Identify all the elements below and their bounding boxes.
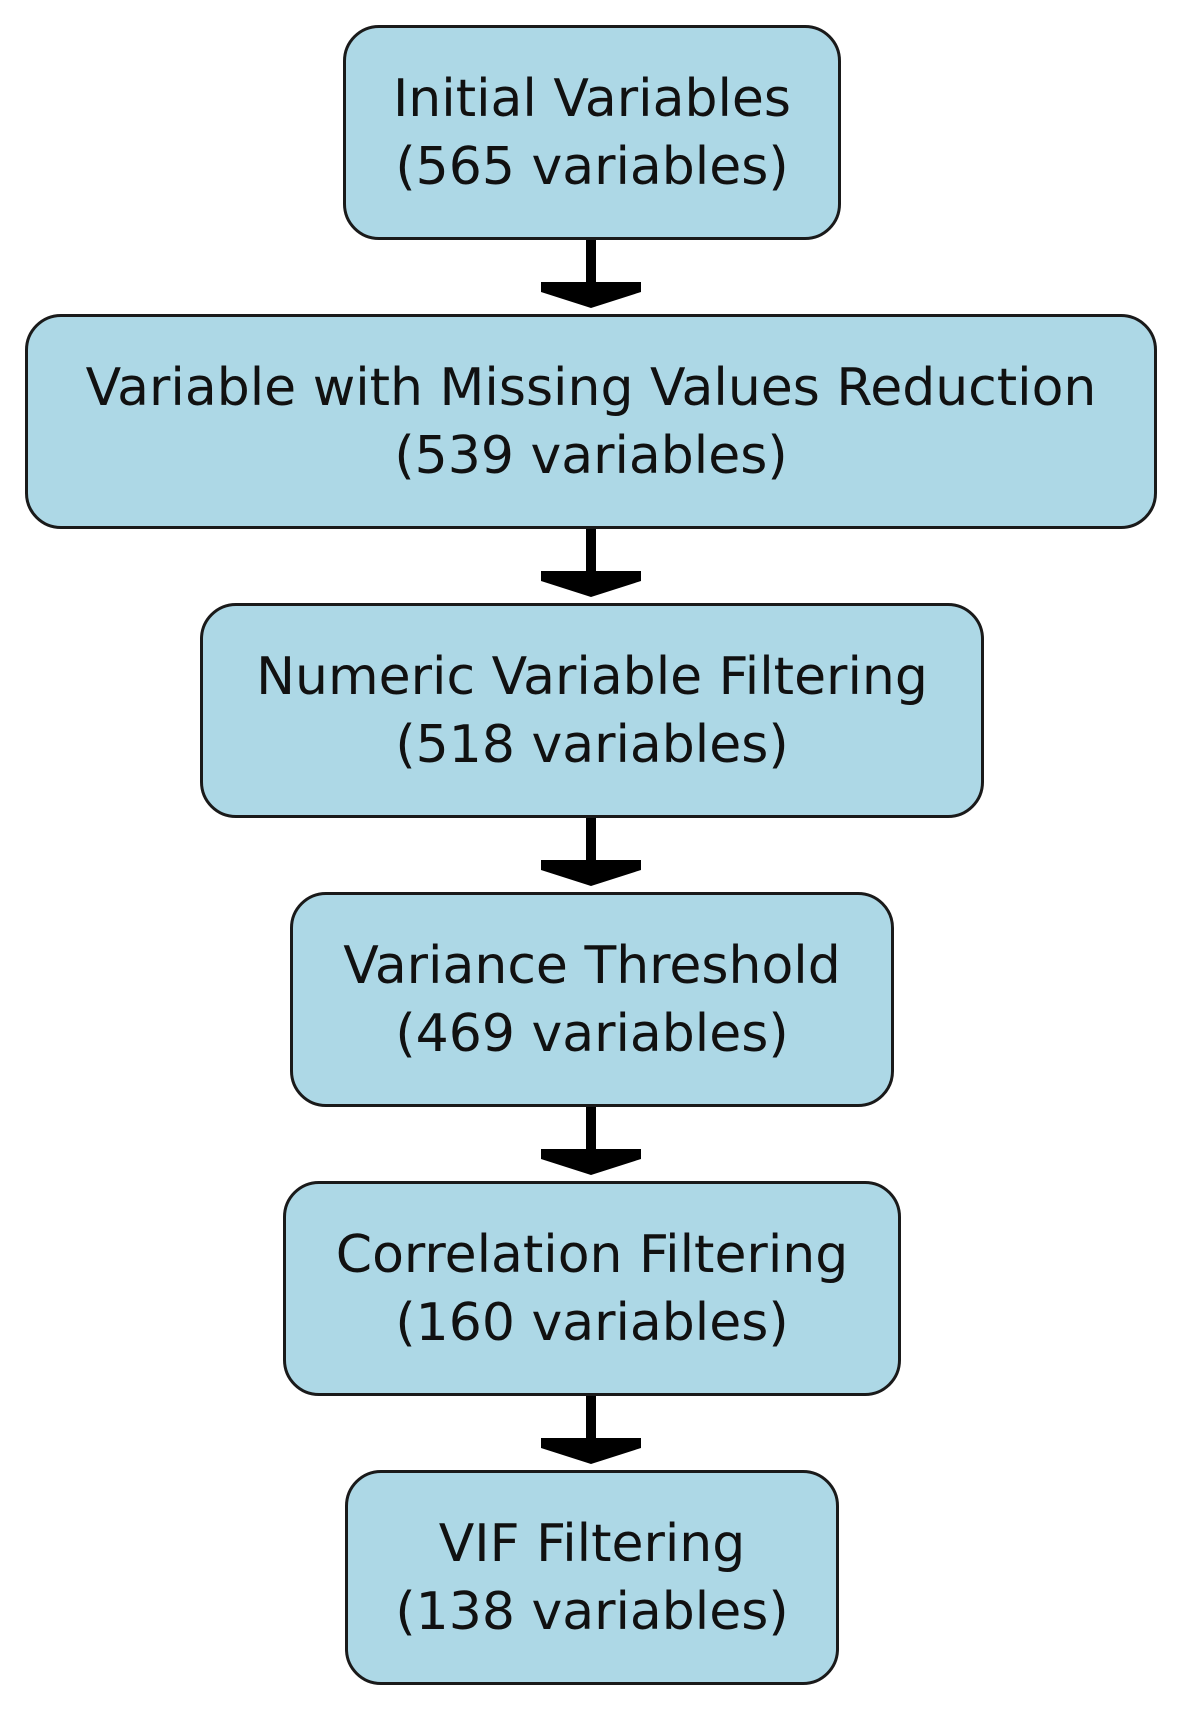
step-numeric-variable-filtering: Numeric Variable Filtering (518 variable… [200, 603, 984, 818]
step-title: VIF Filtering [438, 1513, 746, 1574]
step-title: Numeric Variable Filtering [256, 646, 928, 707]
step-initial-variables: Initial Variables (565 variables) [343, 25, 841, 240]
step-vif-filtering: VIF Filtering (138 variables) [345, 1470, 839, 1685]
step-title: Variance Threshold [343, 935, 841, 996]
step-missing-values-reduction: Variable with Missing Values Reduction (… [25, 314, 1157, 529]
step-count: (160 variables) [395, 1292, 789, 1353]
step-count: (539 variables) [394, 425, 788, 486]
step-count: (518 variables) [395, 714, 789, 775]
step-title: Initial Variables [392, 68, 792, 129]
step-correlation-filtering: Correlation Filtering (160 variables) [283, 1181, 901, 1396]
step-count: (469 variables) [395, 1003, 789, 1064]
step-count: (138 variables) [395, 1581, 789, 1642]
step-variance-threshold: Variance Threshold (469 variables) [290, 892, 894, 1107]
step-count: (565 variables) [395, 136, 789, 197]
step-title: Variable with Missing Values Reduction [85, 357, 1097, 418]
step-title: Correlation Filtering [335, 1224, 849, 1285]
